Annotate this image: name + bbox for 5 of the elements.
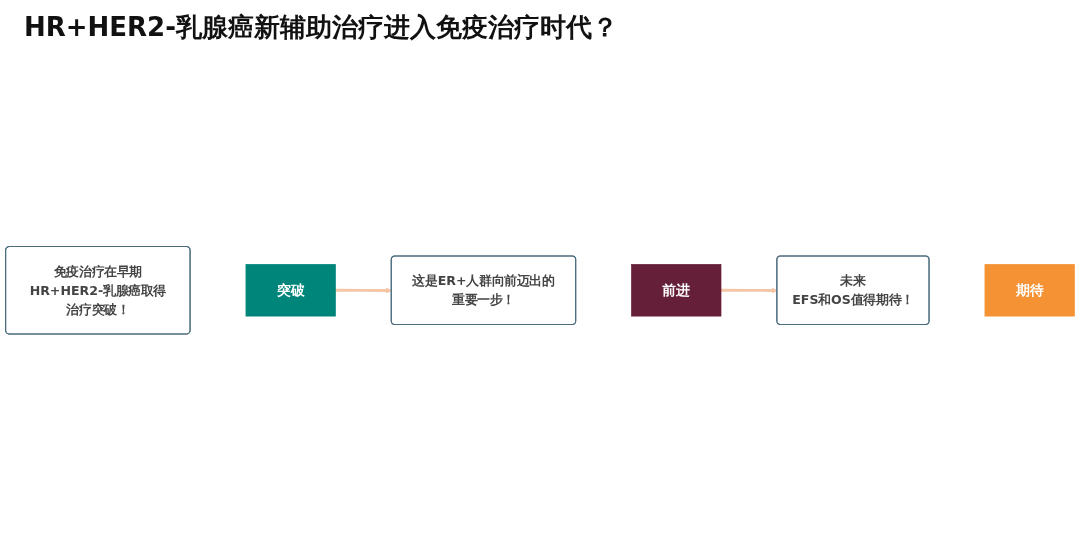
node-box: 期待 (984, 263, 1075, 317)
node-box: 突破 (245, 263, 336, 317)
arrow (334, 287, 392, 294)
node-box: 前进 (631, 263, 722, 317)
title: HR+HER2-乳腺癌新辅助治疗进入免疫治疗时代？ (24, 11, 619, 44)
